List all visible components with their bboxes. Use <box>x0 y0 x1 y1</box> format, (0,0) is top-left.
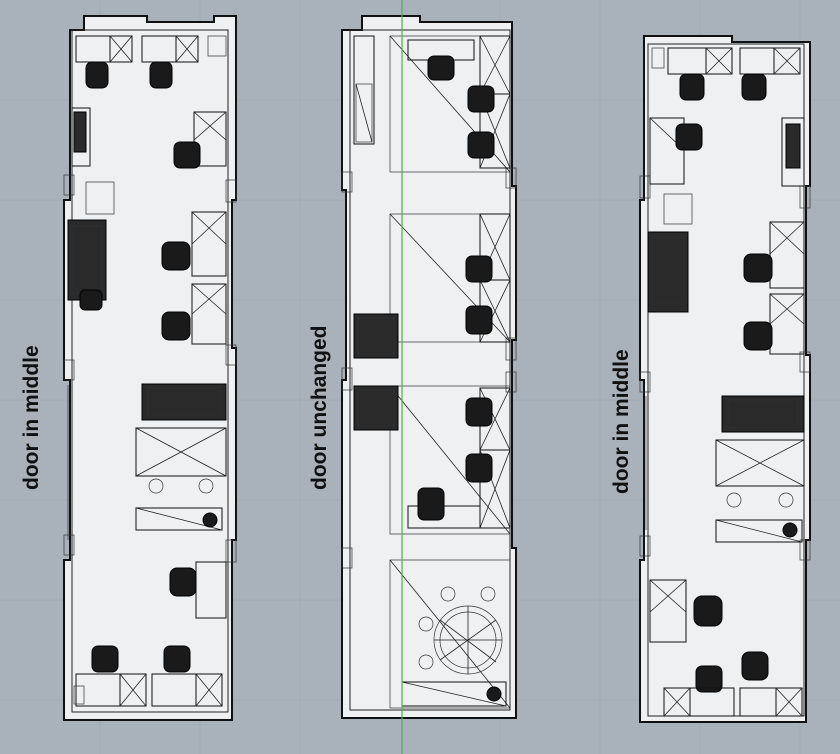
label-middle-plan: door unchanged <box>308 326 331 491</box>
floor-plan-middle[interactable] <box>341 15 517 719</box>
label-right-plan: door in middle <box>610 349 633 494</box>
floor-plan-left[interactable] <box>63 15 237 721</box>
label-left-plan: door in middle <box>20 345 43 490</box>
floor-plan-right[interactable] <box>639 35 811 723</box>
